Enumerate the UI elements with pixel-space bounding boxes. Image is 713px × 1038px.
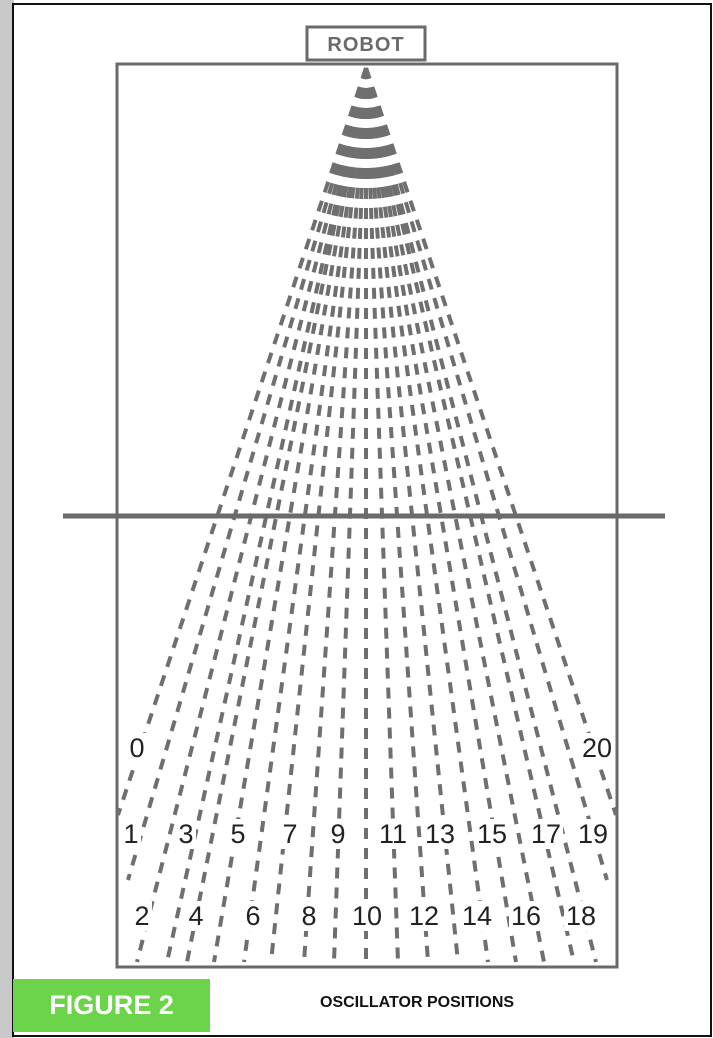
oscillator-ray-19 (364, 67, 609, 881)
position-label-backing-11 (376, 819, 410, 849)
position-label-6: 6 (245, 901, 260, 931)
position-label-backing-14 (460, 901, 494, 931)
position-label-backing-3 (176, 819, 196, 849)
position-label-19: 19 (578, 819, 608, 849)
position-label-13: 13 (425, 819, 455, 849)
position-label-backing-20 (580, 733, 614, 763)
oscillator-ray-0 (116, 67, 368, 816)
page-left-shadow (0, 0, 14, 1038)
robot-label: ROBOT (327, 34, 404, 56)
position-label-backing-15 (475, 819, 509, 849)
position-label-7: 7 (282, 819, 297, 849)
position-label-backing-9 (328, 819, 348, 849)
position-label-16: 16 (511, 901, 541, 931)
position-label-1: 1 (123, 819, 138, 849)
position-label-backing-12 (407, 901, 441, 931)
position-label-12: 12 (409, 901, 439, 931)
oscillator-ray-17 (364, 67, 576, 963)
oscillator-ray-14 (364, 67, 490, 963)
oscillator-ray-3 (165, 67, 368, 963)
position-label-11: 11 (379, 819, 407, 849)
position-label-backing-2 (132, 901, 152, 931)
position-label-backing-13 (423, 819, 457, 849)
oscillator-ray-6 (242, 67, 368, 963)
position-label-14: 14 (462, 901, 492, 931)
position-label-3: 3 (178, 819, 193, 849)
position-label-17: 17 (531, 819, 561, 849)
robot-box (305, 25, 427, 62)
position-label-backing-18 (564, 901, 598, 931)
position-label-backing-19 (576, 819, 610, 849)
position-label-20: 20 (582, 733, 612, 763)
position-label-backing-0 (127, 733, 147, 763)
figure-caption: OSCILLATOR POSITIONS (320, 994, 515, 1011)
position-label-backing-6 (243, 901, 263, 931)
position-label-backing-16 (509, 901, 543, 931)
position-label-0: 0 (129, 733, 144, 763)
position-label-9: 9 (330, 819, 345, 849)
position-label-backing-4 (186, 901, 206, 931)
position-label-5: 5 (230, 819, 245, 849)
position-label-backing-10 (350, 901, 384, 931)
position-label-15: 15 (477, 819, 507, 849)
position-label-backing-5 (228, 819, 248, 849)
position-label-backing-1 (121, 819, 141, 849)
position-label-8: 8 (301, 901, 316, 931)
position-label-2: 2 (134, 901, 149, 931)
position-label-4: 4 (188, 901, 203, 931)
page-border (12, 3, 712, 1037)
position-label-backing-7 (280, 819, 300, 849)
position-label-backing-17 (529, 819, 563, 849)
oscillator-ray-1 (126, 67, 368, 881)
position-label-18: 18 (566, 901, 596, 931)
figure-label: FIGURE 2 (13, 979, 210, 1032)
position-label-backing-8 (299, 901, 319, 931)
position-label-10: 10 (352, 901, 382, 931)
